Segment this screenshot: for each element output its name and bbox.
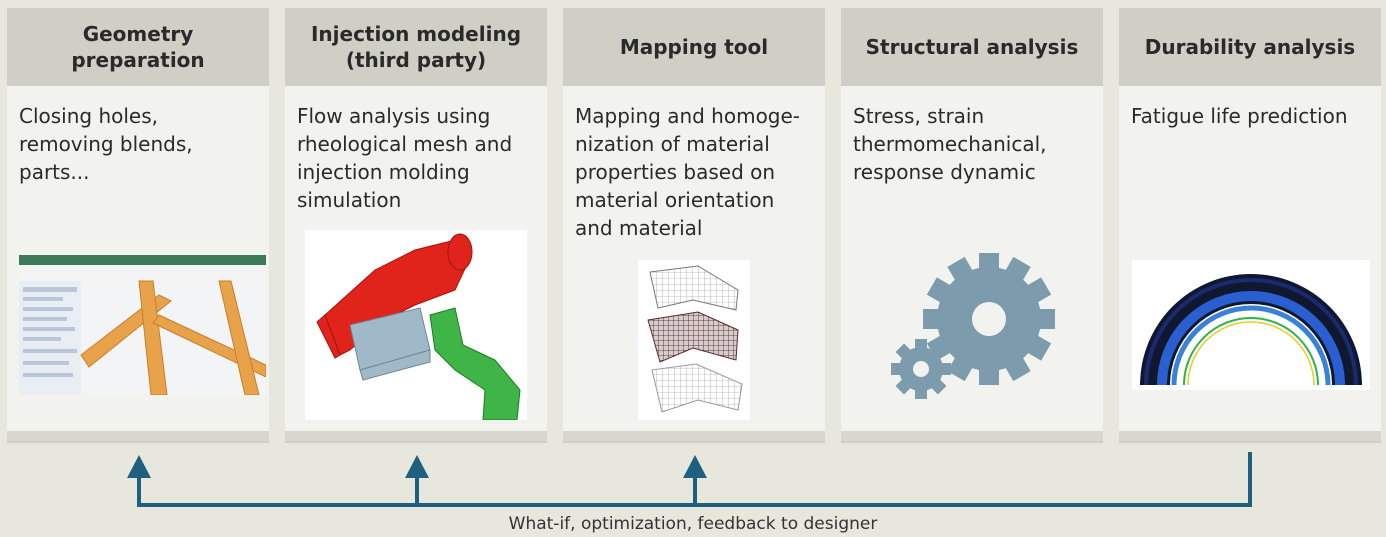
arrow-up-icon [405,455,429,478]
card-footer [285,431,547,441]
card-footer [1119,431,1381,441]
stage-title: Mapping tool [563,8,825,86]
stage-description: Flow analysis using rheological mesh and… [297,104,513,212]
stage-card-durability: Durability analysis Fatigue life predict… [1119,8,1381,441]
stage-description: Stress, strain thermomechanical, respons… [853,104,1047,184]
arrow-up-icon [127,455,151,478]
stage-title: Structural analysis [841,8,1103,86]
stage-title: Geometry preparation [7,8,269,86]
fatigue-result-image [1132,260,1370,394]
gears-icon [891,251,1071,405]
stage-card-injection: Injection modeling (third party) Flow an… [285,8,547,441]
stage-description: Mapping and homoge-nization of material … [575,104,801,240]
injection-model-image [305,230,527,424]
stage-title: Injection modeling (third party) [285,8,547,86]
card-footer [563,431,825,441]
stage-card-mapping: Mapping tool Mapping and homoge-nization… [563,8,825,441]
feedback-caption: What-if, optimization, feedback to desig… [508,514,878,534]
mesh-mapping-image [638,260,750,424]
stage-title: Durability analysis [1119,8,1381,86]
stage-card-structural: Structural analysis Stress, strain therm… [841,8,1103,441]
stage-card-geometry: Geometry preparation Closing holes, remo… [7,8,269,441]
card-footer [7,431,269,441]
arrow-up-icon [683,455,707,478]
card-footer [841,431,1103,441]
stage-description: Closing holes, removing blends, parts... [19,104,193,184]
cad-screenshot-image [19,255,267,399]
stage-description: Fatigue life prediction [1131,104,1348,128]
